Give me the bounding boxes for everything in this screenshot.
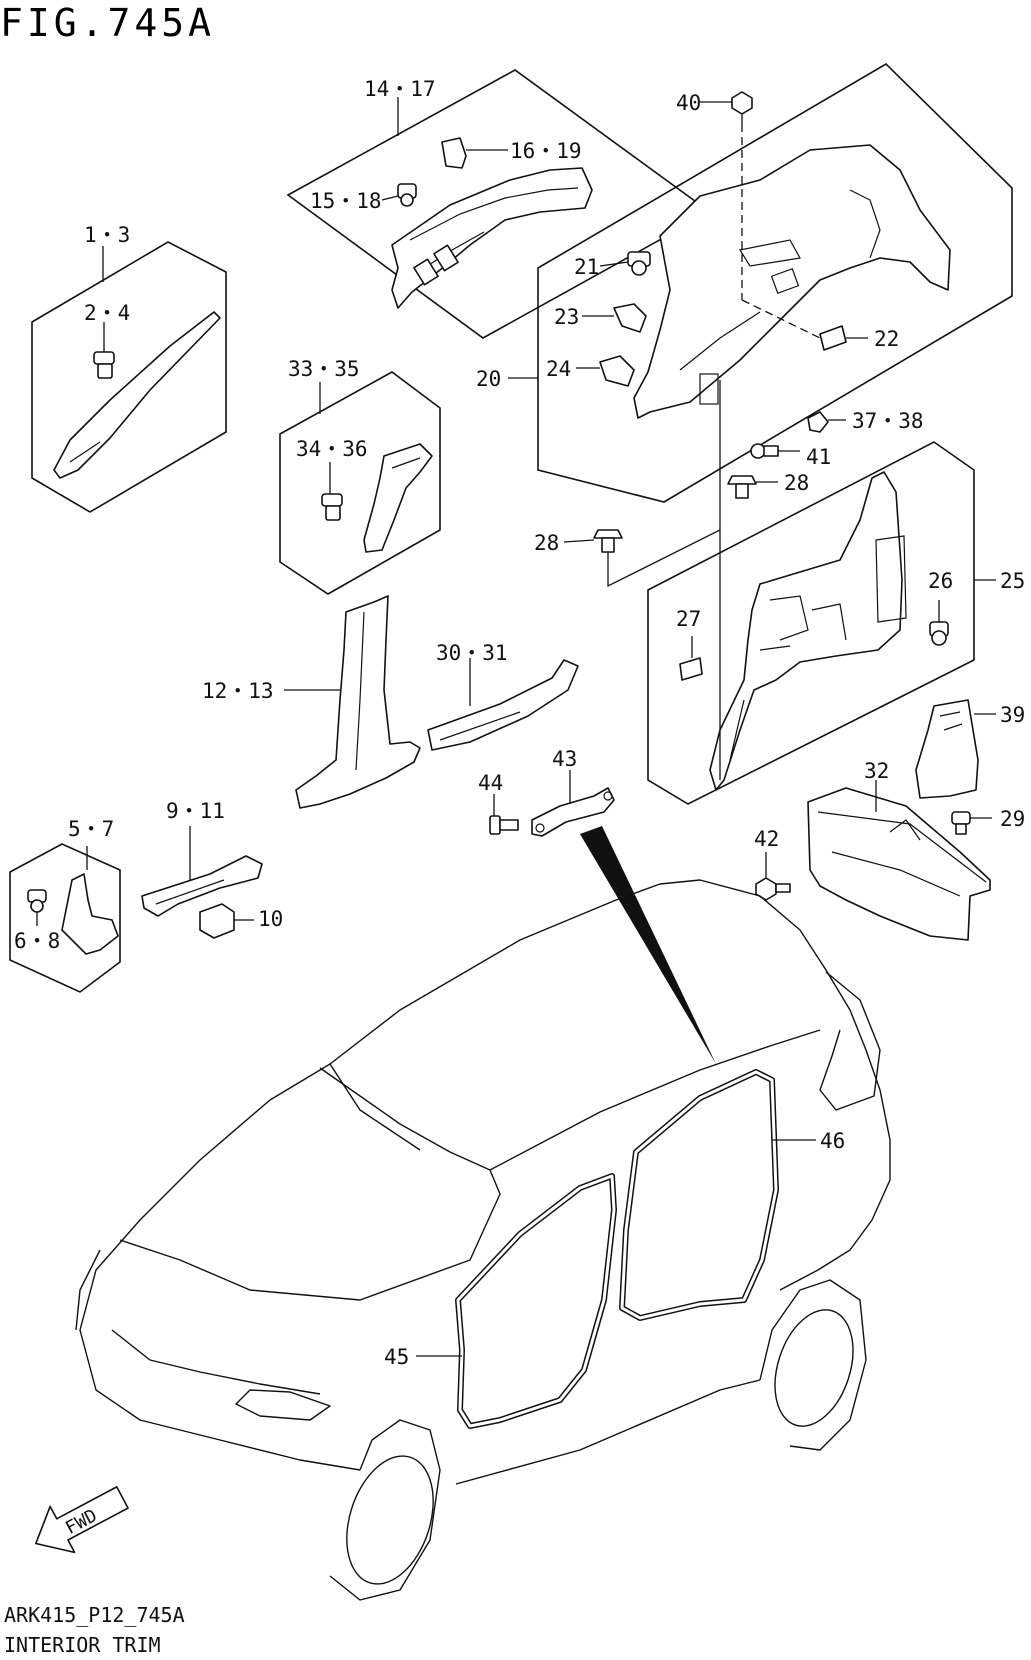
callout-label: 40 bbox=[676, 91, 701, 115]
callout-label: 30・31 bbox=[436, 641, 508, 665]
group-14-17 bbox=[286, 69, 712, 339]
callout-label: 44 bbox=[478, 771, 503, 795]
callout-label: 26 bbox=[928, 569, 953, 593]
callout-label: 15・18 bbox=[310, 189, 382, 213]
figure-caption: INTERIOR TRIM bbox=[4, 1633, 161, 1657]
group-20 bbox=[508, 62, 1013, 503]
figure-code: ARK415_P12_745A bbox=[4, 1603, 185, 1627]
callout-label: 27 bbox=[676, 607, 701, 631]
callout-label: 23 bbox=[554, 305, 579, 329]
callout-label: 39 bbox=[1000, 703, 1025, 727]
front-pillar-trim bbox=[53, 311, 221, 479]
clip-6-8 bbox=[27, 889, 47, 913]
clip-23 bbox=[613, 303, 647, 333]
callout-label: 20 bbox=[476, 367, 501, 391]
quarter-trim-panel bbox=[633, 144, 951, 419]
callout-label: 41 bbox=[806, 445, 831, 469]
clip-34-36 bbox=[321, 493, 343, 521]
callout-label: 1・3 bbox=[84, 223, 130, 247]
front-scuff-plate bbox=[141, 826, 263, 917]
callout-label: 46 bbox=[820, 1129, 845, 1153]
group-1-3 bbox=[31, 241, 227, 513]
callout-label: 37・38 bbox=[852, 409, 924, 433]
callout-label: 12・13 bbox=[202, 679, 274, 703]
clip-28-right bbox=[727, 475, 757, 499]
callout-label: 22 bbox=[874, 327, 899, 351]
door-seal-45 bbox=[416, 1173, 617, 1429]
callout-label: 21 bbox=[574, 255, 599, 279]
grip-43 bbox=[531, 770, 615, 837]
callout-label: 32 bbox=[864, 759, 889, 783]
clip-24 bbox=[599, 355, 635, 387]
callout-labels: 14・17 16・19 15・18 40 1・3 2・4 21 23 22 20… bbox=[14, 77, 1025, 1369]
callout-label: 2・4 bbox=[84, 301, 130, 325]
center-pillar-trim bbox=[284, 595, 421, 809]
callout-label: 28 bbox=[784, 471, 809, 495]
fwd-arrow-icon: FWD bbox=[35, 1486, 129, 1554]
rear-scuff-plate bbox=[427, 658, 579, 751]
callout-label: 42 bbox=[754, 827, 779, 851]
callout-label: 33・35 bbox=[288, 357, 360, 381]
clip-29 bbox=[951, 811, 971, 835]
callout-label: 45 bbox=[384, 1345, 409, 1369]
screw-15-18 bbox=[397, 183, 417, 207]
callout-label: 28 bbox=[534, 531, 559, 555]
bolt-42 bbox=[755, 877, 791, 901]
pad-27 bbox=[679, 657, 703, 681]
clip-37-38 bbox=[807, 411, 829, 433]
callout-label: 34・36 bbox=[296, 437, 368, 461]
callout-label: 5・7 bbox=[68, 817, 114, 841]
callout-label: 10 bbox=[258, 907, 283, 931]
clip-21 bbox=[627, 251, 651, 276]
bolt-41 bbox=[750, 443, 779, 459]
pad-22 bbox=[819, 325, 847, 351]
clip-28-left bbox=[593, 529, 623, 553]
group-5-7 bbox=[9, 843, 121, 993]
callout-label: 6・8 bbox=[14, 929, 60, 953]
clip-10 bbox=[199, 903, 235, 939]
vehicle-outline bbox=[75, 879, 891, 1601]
callout-label: 25 bbox=[1000, 569, 1025, 593]
callout-label: 16・19 bbox=[510, 139, 582, 163]
clip-16-19 bbox=[441, 137, 467, 169]
clip-26 bbox=[929, 621, 949, 646]
bolt-44 bbox=[489, 815, 519, 835]
callout-label: 29 bbox=[1000, 807, 1025, 831]
kick-panel-trim bbox=[61, 873, 119, 955]
side-cover-39 bbox=[915, 699, 979, 799]
callout-label: 14・17 bbox=[364, 77, 436, 101]
figure-title: FIG.745A bbox=[0, 1, 215, 45]
bolt-40 bbox=[731, 91, 753, 124]
pointer-wedge bbox=[580, 826, 716, 1064]
clip-2-4 bbox=[93, 351, 115, 379]
group-25 bbox=[563, 380, 996, 805]
group-33-35 bbox=[279, 371, 441, 595]
callout-label: 43 bbox=[552, 747, 577, 771]
upper-trim-panel bbox=[391, 167, 593, 309]
center-pillar-lower-trim bbox=[363, 443, 433, 553]
door-seal-46 bbox=[619, 1069, 816, 1321]
callout-label: 9・11 bbox=[166, 799, 225, 823]
callout-label: 24 bbox=[546, 357, 571, 381]
rear-end-trim bbox=[807, 780, 991, 941]
